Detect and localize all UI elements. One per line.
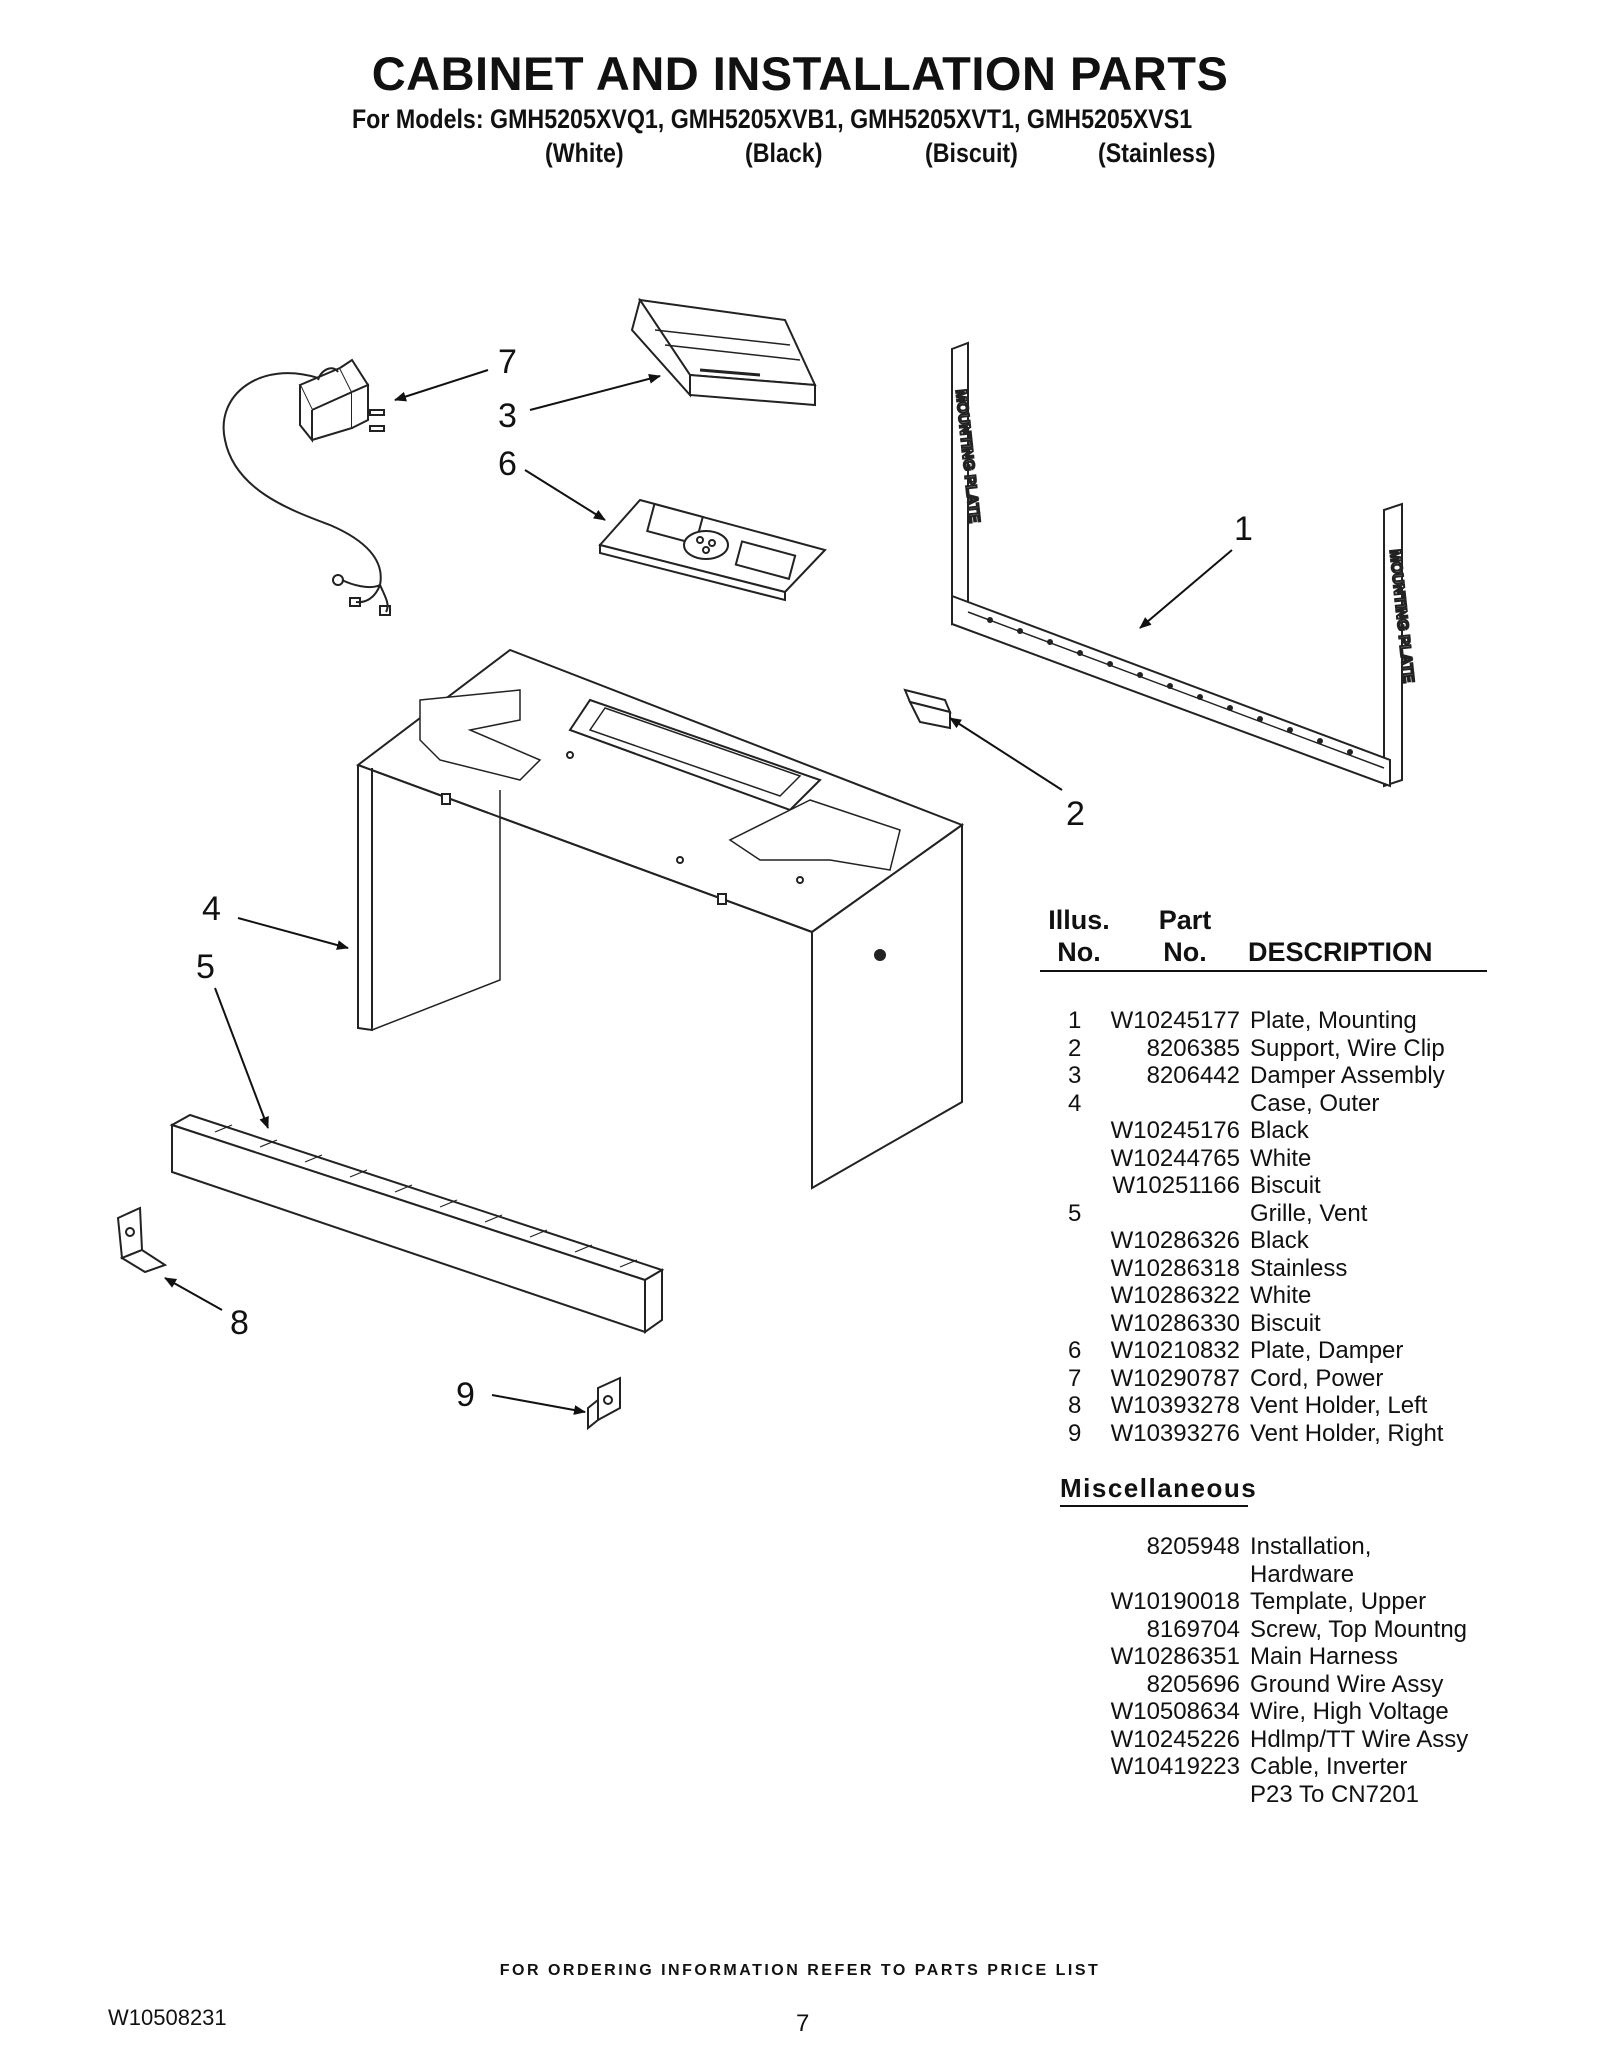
color-label-stainless: (Stainless) (1098, 138, 1216, 168)
list-item: P23 To CN7201 (1250, 1780, 1420, 1808)
outer-case (355, 648, 965, 1190)
callout-2: 2 (1066, 795, 1085, 833)
callout-4: 4 (202, 890, 221, 928)
callout-6: 6 (498, 445, 517, 483)
table-header-rule (1040, 970, 1487, 972)
vent-holder-left (116, 1206, 168, 1274)
document-number: W10508231 (108, 2005, 227, 2030)
vent-holder-right (587, 1376, 621, 1431)
header-part-no: Part No. (1158, 905, 1212, 967)
color-label-white: (White) (545, 138, 624, 168)
page-title: CABINET AND INSTALLATION PARTS (371, 47, 1229, 100)
callout-9: 9 (456, 1376, 475, 1414)
callout-7: 7 (498, 343, 517, 381)
page-number: 7 (796, 2010, 810, 2037)
wire-clip-support (903, 688, 952, 730)
color-label-black: (Black) (745, 138, 823, 168)
callout-8: 8 (230, 1304, 249, 1342)
header-description: DESCRIPTION (1248, 937, 1433, 967)
misc-heading: Miscellaneous (1060, 1473, 1258, 1503)
callout-3: 3 (498, 397, 517, 435)
header-illus-no: Illus. No. (1048, 905, 1110, 967)
damper-plate (598, 498, 827, 602)
power-cord (222, 358, 391, 616)
ordering-info-note: FOR ORDERING INFORMATION REFER TO PARTS … (499, 1962, 1101, 1979)
damper-assembly (630, 297, 817, 407)
exploded-parts-diagram: MOUNTING PLATE MOUNTING PLATE (116, 297, 1418, 1431)
callout-5: 5 (196, 948, 215, 986)
callout-1: 1 (1234, 510, 1253, 548)
mounting-plate: MOUNTING PLATE MOUNTING PLATE (951, 341, 1418, 788)
models-line: For Models: GMH5205XVQ1, GMH5205XVB1, GM… (352, 104, 1193, 134)
vent-grille (169, 1113, 665, 1334)
color-label-biscuit: (Biscuit) (925, 138, 1018, 168)
misc-heading-rule (1060, 1505, 1248, 1507)
list-item: Hardware (1250, 1560, 1355, 1588)
